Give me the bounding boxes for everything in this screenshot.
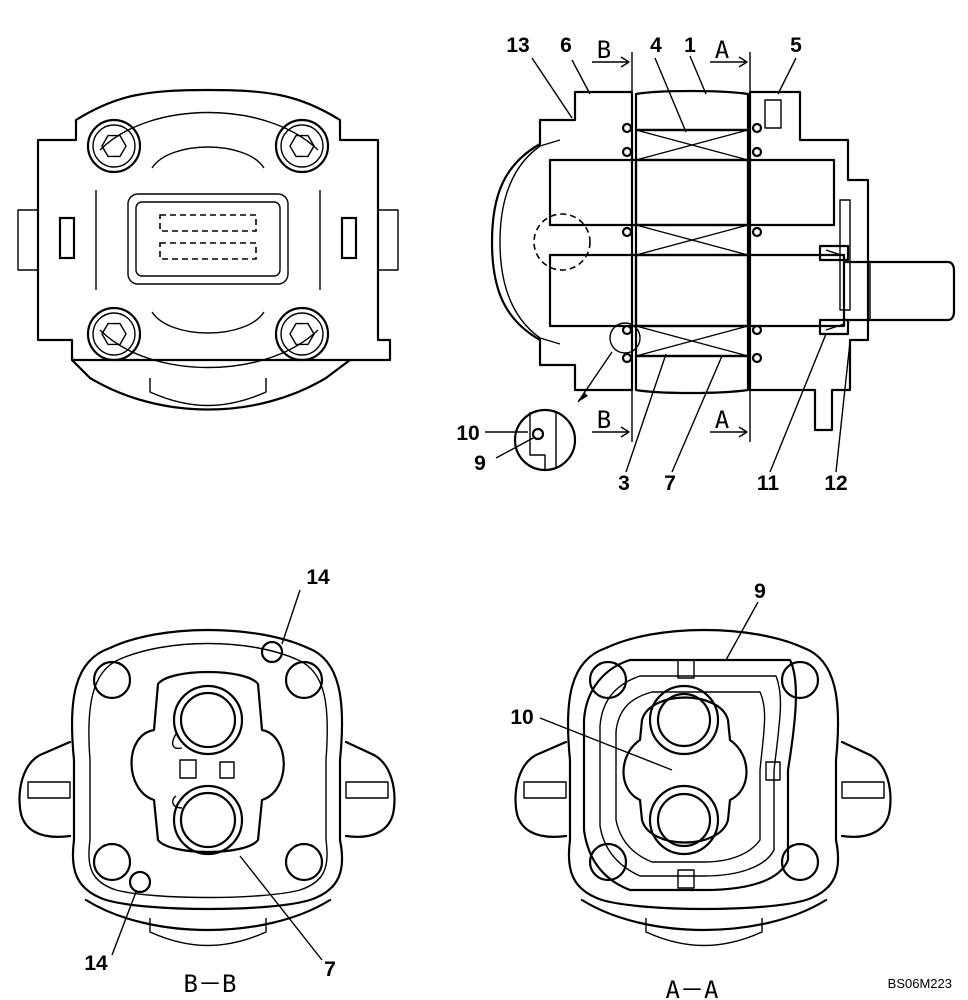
section-mark-a: A bbox=[715, 36, 730, 64]
callout-3: 3 bbox=[618, 472, 630, 495]
callout-11: 11 bbox=[757, 472, 780, 495]
callout-13: 13 bbox=[506, 34, 529, 57]
bolt-head-icon bbox=[274, 306, 330, 362]
callout-5: 5 bbox=[790, 34, 802, 57]
front-end-view bbox=[17, 88, 399, 411]
section-mark-b: B bbox=[597, 36, 611, 64]
callout-9: 9 bbox=[754, 580, 766, 603]
callout-7: 7 bbox=[324, 958, 336, 981]
callout-1: 1 bbox=[684, 34, 696, 57]
callout-7: 7 bbox=[664, 472, 676, 495]
section-a-a-view bbox=[514, 601, 892, 947]
callout-10: 10 bbox=[456, 422, 479, 445]
bolt-head-icon bbox=[86, 306, 142, 362]
side-section-view bbox=[485, 52, 956, 473]
callout-9: 9 bbox=[474, 452, 486, 475]
section-marks: B A B A B－B A－A BS06M223 bbox=[184, 36, 952, 1000]
callout-14: 14 bbox=[84, 952, 108, 975]
drawing-code: BS06M223 bbox=[888, 976, 952, 991]
callout-10: 10 bbox=[510, 706, 533, 729]
callout-4: 4 bbox=[650, 34, 662, 57]
callout-labels: 13 6 4 1 5 10 9 3 7 11 12 14 14 7 9 10 bbox=[84, 34, 847, 981]
section-mark-a: A bbox=[715, 406, 730, 434]
callout-12: 12 bbox=[824, 472, 847, 495]
bolt-head-icon bbox=[86, 118, 142, 174]
callout-6: 6 bbox=[560, 34, 572, 57]
section-mark-b: B bbox=[597, 406, 611, 434]
view-label-bb: B－B bbox=[184, 970, 237, 998]
callout-14: 14 bbox=[306, 566, 330, 589]
section-b-b-view bbox=[18, 589, 396, 961]
bolt-head-icon bbox=[274, 118, 330, 174]
view-label-aa: A－A bbox=[666, 976, 719, 1000]
